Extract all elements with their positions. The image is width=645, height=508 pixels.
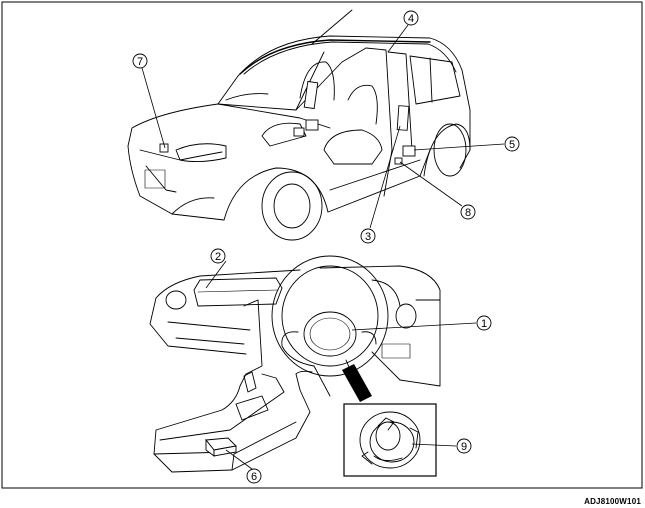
dashboard-illustration [149, 255, 441, 473]
leader-lines [141, 24, 505, 470]
side-crash-sensor-box [402, 145, 416, 157]
svg-text:7: 7 [137, 56, 143, 68]
svg-text:4: 4 [408, 13, 414, 25]
svg-text:6: 6 [251, 471, 257, 483]
svg-text:5: 5 [509, 139, 515, 151]
callout-2: 2 [210, 248, 226, 264]
callout-8: 8 [460, 204, 476, 220]
diagram-border [1, 1, 643, 489]
callout-4: 4 [403, 10, 419, 26]
clock-spring-inset [343, 403, 437, 477]
callout-9: 9 [456, 438, 472, 454]
callout-1: 1 [476, 315, 492, 331]
svg-text:1: 1 [481, 318, 487, 330]
vehicle-illustration [127, 9, 471, 241]
svg-text:2: 2 [215, 251, 221, 263]
clock-spring-pointer [342, 364, 372, 402]
svg-text:3: 3 [365, 231, 371, 243]
callout-7: 7 [132, 53, 148, 69]
callout-3: 3 [360, 228, 376, 244]
callout-5: 5 [504, 136, 520, 152]
svg-text:9: 9 [461, 441, 467, 453]
callout-6: 6 [246, 468, 262, 484]
figure-code: ADJ8100W101 [584, 497, 641, 506]
svg-text:8: 8 [465, 207, 471, 219]
